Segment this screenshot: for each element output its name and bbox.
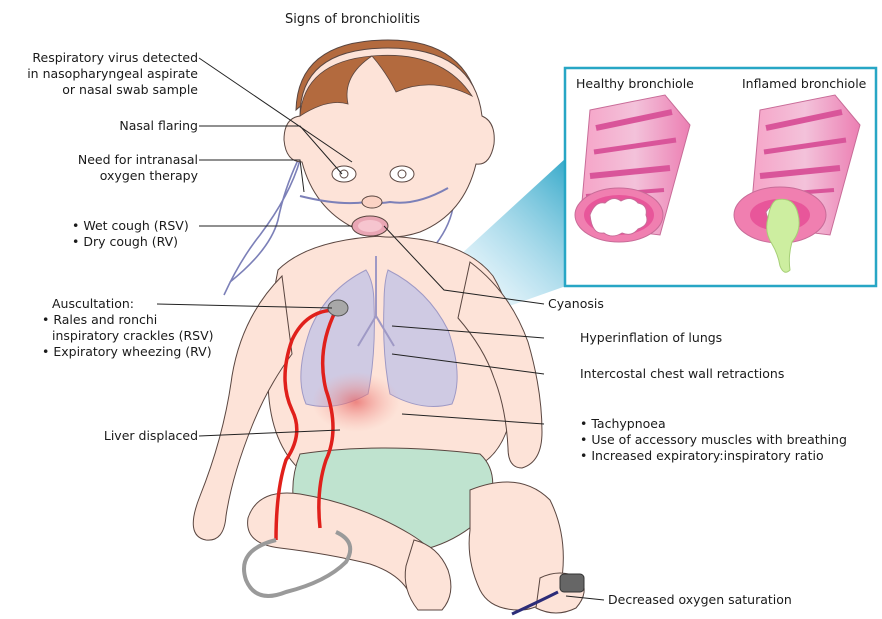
oxygen-therapy-line-1: Need for intranasal: [78, 152, 198, 168]
auscultation-label: Auscultation: • Rales and ronchi inspira…: [42, 296, 214, 360]
cough-line-1: • Wet cough (RSV): [72, 218, 189, 234]
inflamed-bronchiole-label: Inflamed bronchiole: [742, 76, 866, 92]
oxygen-saturation-label: Decreased oxygen saturation: [608, 592, 792, 608]
oxygen-therapy-line-2: oxygen therapy: [78, 168, 198, 184]
breathing-line-3: • Increased expiratory:inspiratory ratio: [580, 448, 847, 464]
left-foot: [405, 540, 451, 610]
auscultation-line-1: Auscultation:: [42, 296, 214, 312]
intercostal-label: Intercostal chest wall retractions: [580, 366, 784, 382]
virus-label-line-3: or nasal swab sample: [27, 82, 198, 98]
cough-label: • Wet cough (RSV) • Dry cough (RV): [72, 218, 189, 250]
hyperinflation-label: Hyperinflation of lungs: [580, 330, 722, 346]
virus-label: Respiratory virus detected in nasopharyn…: [27, 50, 198, 98]
nose: [362, 196, 382, 208]
oxygen-therapy-label: Need for intranasal oxygen therapy: [78, 152, 198, 184]
auscultation-line-2: • Rales and ronchi: [42, 312, 214, 328]
liver-label: Liver displaced: [104, 428, 198, 444]
virus-label-line-2: in nasopharyngeal aspirate: [27, 66, 198, 82]
breathing-line-1: • Tachypnoea: [580, 416, 847, 432]
diagram-title: Signs of bronchiolitis: [285, 12, 420, 28]
cough-line-2: • Dry cough (RV): [72, 234, 189, 250]
nasal-flaring-label: Nasal flaring: [119, 118, 198, 134]
virus-label-line-1: Respiratory virus detected: [27, 50, 198, 66]
breathing-line-2: • Use of accessory muscles with breathin…: [580, 432, 847, 448]
auscultation-line-4: • Expiratory wheezing (RV): [42, 344, 214, 360]
healthy-bronchiole-label: Healthy bronchiole: [576, 76, 694, 92]
breathing-signs-label: • Tachypnoea • Use of accessory muscles …: [580, 416, 847, 464]
auscultation-line-3: inspiratory crackles (RSV): [42, 328, 214, 344]
cyanosis-label: Cyanosis: [548, 296, 604, 312]
